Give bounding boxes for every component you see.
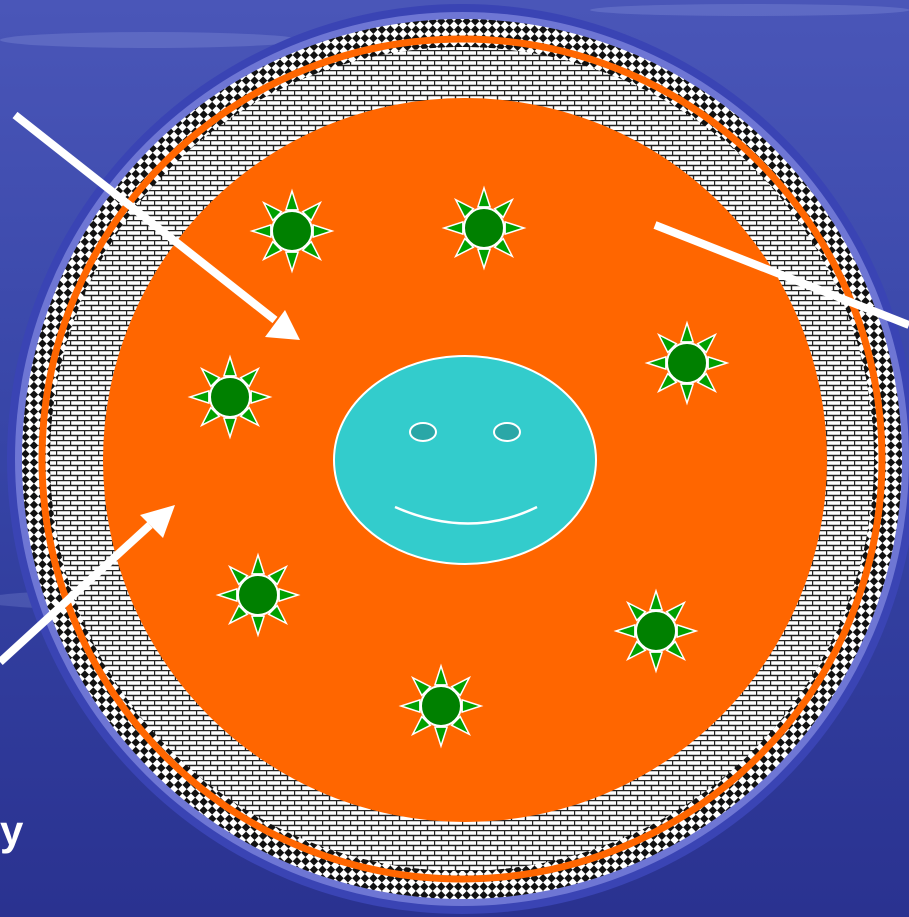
nucleus-right-eye [494, 423, 520, 441]
nucleus-left-eye [410, 423, 436, 441]
partial-label: y [0, 810, 23, 852]
organelle [190, 357, 270, 437]
organelle [616, 591, 696, 671]
organelle [218, 555, 298, 635]
organelle [444, 188, 524, 268]
organelle [647, 323, 727, 403]
organelle [401, 666, 481, 746]
nucleus [334, 356, 596, 564]
organelle [252, 191, 332, 271]
